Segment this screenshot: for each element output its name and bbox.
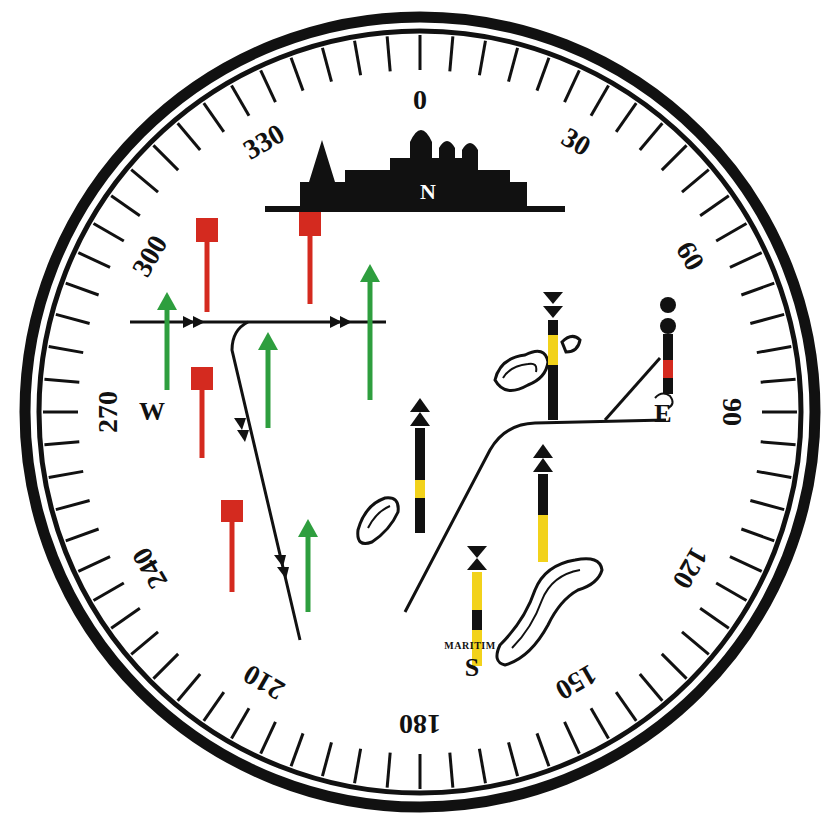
tick-mark [131, 632, 158, 654]
inner-ring [39, 31, 801, 793]
tick-mark [757, 471, 791, 477]
bearing-number: 180 [399, 710, 441, 738]
cardinal-letter: S [465, 655, 479, 681]
tick-marks [43, 35, 797, 789]
tick-mark [387, 36, 390, 71]
tick-mark [111, 196, 140, 216]
tick-mark [479, 749, 485, 783]
tick-mark [204, 692, 224, 721]
tick-mark [78, 253, 110, 268]
tick-mark [66, 283, 99, 295]
tick-mark [178, 123, 200, 150]
tick-mark [616, 103, 636, 132]
tick-mark [591, 708, 609, 738]
tick-mark [700, 196, 729, 216]
tick-mark [44, 379, 79, 382]
tick-mark [537, 58, 549, 91]
tick-mark [761, 442, 796, 445]
tick-mark [66, 529, 99, 541]
tick-mark [730, 253, 762, 268]
tick-mark [741, 529, 774, 541]
tick-mark [640, 674, 662, 701]
tick-mark [565, 70, 580, 102]
cardinal-letter: E [654, 401, 671, 427]
tick-mark [750, 501, 784, 510]
tick-mark [94, 583, 124, 601]
tick-mark [716, 583, 746, 601]
north-letter: N [420, 181, 436, 203]
outer-ring [25, 17, 815, 807]
tick-mark [450, 36, 453, 71]
tick-mark [44, 442, 79, 445]
bearing-number: 0 [413, 86, 427, 114]
tick-mark [565, 722, 580, 754]
tick-mark [662, 654, 687, 679]
tick-mark [741, 283, 774, 295]
church-shape [262, 118, 568, 214]
tick-mark [153, 654, 178, 679]
tick-mark [682, 170, 709, 192]
cardinal-letter: W [139, 399, 165, 425]
tick-mark [419, 754, 422, 789]
tick-mark [56, 501, 90, 510]
tick-mark [387, 753, 390, 788]
tick-mark [291, 58, 303, 91]
tick-mark [111, 608, 140, 628]
tick-mark [153, 145, 178, 170]
tick-mark [757, 347, 791, 353]
tick-mark [662, 145, 687, 170]
tick-mark [56, 314, 90, 323]
tick-mark [322, 742, 331, 776]
tick-mark [419, 35, 422, 70]
rocks [358, 336, 673, 665]
tick-mark [43, 411, 78, 414]
tick-mark [261, 70, 276, 102]
coast-lines [405, 358, 666, 612]
direction-chevrons [183, 316, 352, 579]
tick-mark [640, 123, 662, 150]
maker-mark: MARITIM [444, 641, 495, 651]
tick-mark [355, 41, 361, 75]
cardinal-marks [410, 292, 676, 666]
tick-mark [616, 692, 636, 721]
tick-mark [178, 674, 200, 701]
tick-mark [750, 314, 784, 323]
tick-mark [232, 708, 250, 738]
tick-mark [49, 471, 83, 477]
tick-mark [682, 632, 709, 654]
tick-mark [322, 48, 331, 82]
tick-mark [730, 557, 762, 572]
tick-mark [204, 103, 224, 132]
green-arrows [157, 264, 380, 612]
tick-mark [537, 733, 549, 766]
tick-mark [355, 749, 361, 783]
church-silhouette: N [262, 118, 568, 214]
tick-mark [509, 48, 518, 82]
tick-mark [232, 86, 250, 116]
bearing-number: 270 [94, 391, 122, 433]
tick-mark [700, 608, 729, 628]
tick-mark [94, 224, 124, 242]
tick-mark [261, 722, 276, 754]
red-can-marks [191, 212, 321, 592]
tick-mark [716, 224, 746, 242]
tick-mark [509, 742, 518, 776]
tick-mark [761, 379, 796, 382]
tick-mark [762, 411, 797, 414]
tick-mark [591, 86, 609, 116]
tick-mark [78, 557, 110, 572]
bearing-number: 90 [718, 398, 746, 426]
tick-mark [131, 170, 158, 192]
tick-mark [49, 347, 83, 353]
tick-mark [291, 733, 303, 766]
tick-mark [450, 753, 453, 788]
tick-mark [479, 41, 485, 75]
